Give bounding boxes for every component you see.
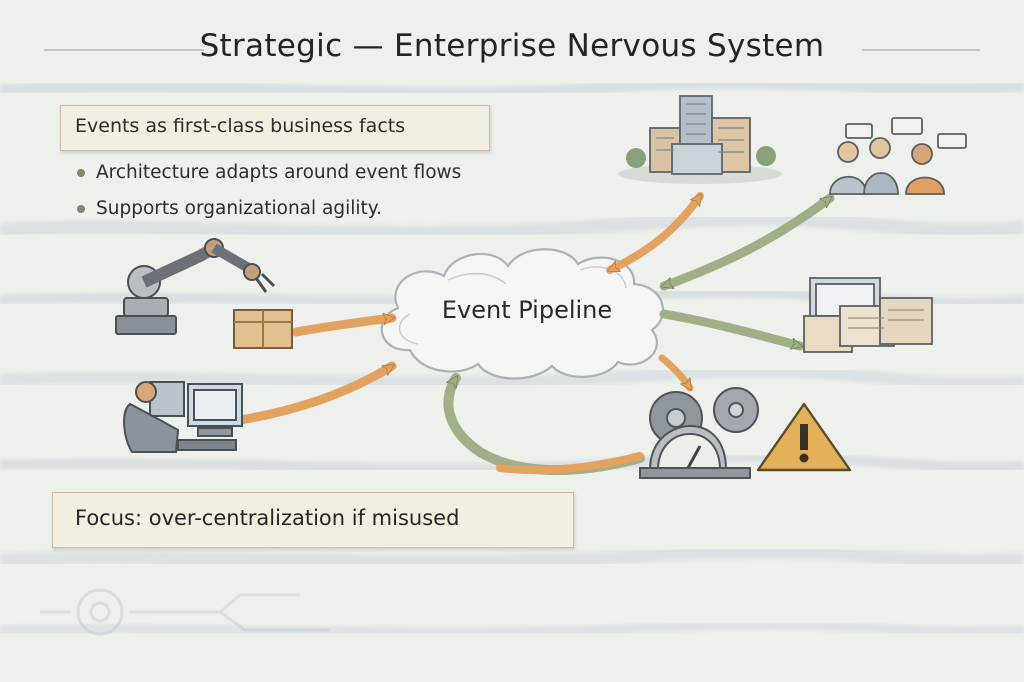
package-icon — [233, 309, 293, 349]
robot-arm-icon — [115, 238, 276, 335]
documents-stack-icon — [803, 277, 933, 353]
heading-card-text: Events as first-class business facts — [75, 115, 406, 137]
bullet-item: Architecture adapts around event flows — [74, 155, 461, 191]
focus-card-text: Focus: over-centralization if misused — [75, 506, 460, 530]
team-chat-icon — [829, 117, 967, 195]
workstation-icon — [123, 381, 243, 453]
arrow-pipeline-gears — [658, 354, 694, 392]
arrows — [235, 192, 835, 476]
faint-gears-decoration — [40, 588, 330, 636]
event-pipeline-cloud — [380, 248, 665, 380]
gears-gauge-icon — [639, 387, 759, 479]
title-rule-right — [862, 49, 980, 51]
page-title: Strategic — Enterprise Nervous System — [199, 28, 825, 64]
title-rule-left — [44, 49, 204, 51]
arrow-package-to-pipeline — [291, 318, 397, 337]
city-buildings-icon — [618, 95, 782, 184]
heading-card: Events as first-class business facts — [60, 105, 490, 151]
bullet-list: Architecture adapts around event flows S… — [74, 155, 461, 227]
arrow-workstation-to-pipeline — [235, 361, 397, 425]
arrow-pipeline-documents — [659, 309, 805, 351]
bullet-item: Supports organizational agility. — [74, 191, 461, 227]
focus-card: Focus: over-centralization if misused — [52, 492, 574, 548]
event-pipeline-label: Event Pipeline — [441, 296, 613, 324]
arrow-pipeline-team — [659, 193, 835, 291]
warning-icon — [756, 402, 852, 472]
